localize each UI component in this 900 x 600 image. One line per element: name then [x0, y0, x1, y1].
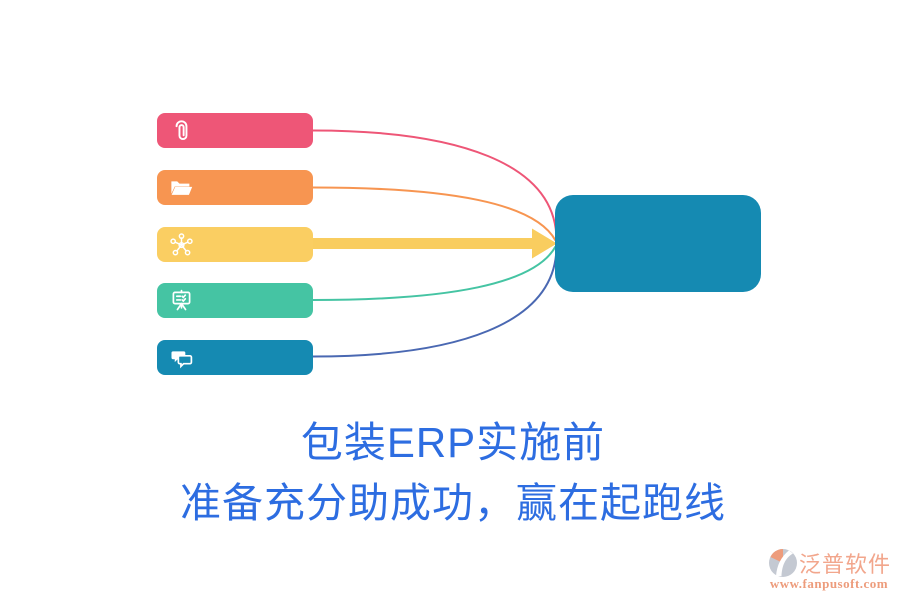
- source-bar-presentation: [157, 283, 313, 318]
- caption-title: 包装ERP实施前: [300, 419, 606, 466]
- caption: 包装ERP实施前 准备充分助成功，赢在起跑线: [0, 422, 900, 524]
- connector-line-communication: [312, 245, 558, 358]
- presentation-board-icon: [168, 287, 195, 314]
- source-bar-communication: [157, 340, 313, 375]
- main-arrow: [311, 228, 557, 259]
- source-bar-network: [157, 227, 313, 262]
- chat-bubbles-icon: [168, 344, 195, 371]
- caption-subtitle: 准备充分助成功，赢在起跑线: [180, 480, 726, 526]
- brand-url: www.fanpusoft.com: [769, 576, 889, 591]
- source-bar-attachment: [157, 113, 313, 148]
- connector-line-documents: [312, 186, 557, 241]
- brand-watermark: 泛普软件 www.fanpusoft.com: [767, 547, 891, 592]
- team-network-icon: [168, 231, 195, 258]
- folder-open-icon: [168, 174, 195, 201]
- paperclip-icon: [168, 117, 195, 144]
- connector-line-presentation: [312, 246, 557, 301]
- source-bar-documents: [157, 170, 313, 205]
- target-box: [555, 195, 761, 292]
- brand-name: 泛普软件: [799, 552, 892, 577]
- connector-line-attachment: [312, 129, 558, 242]
- fanpu-logo-icon: [767, 547, 799, 579]
